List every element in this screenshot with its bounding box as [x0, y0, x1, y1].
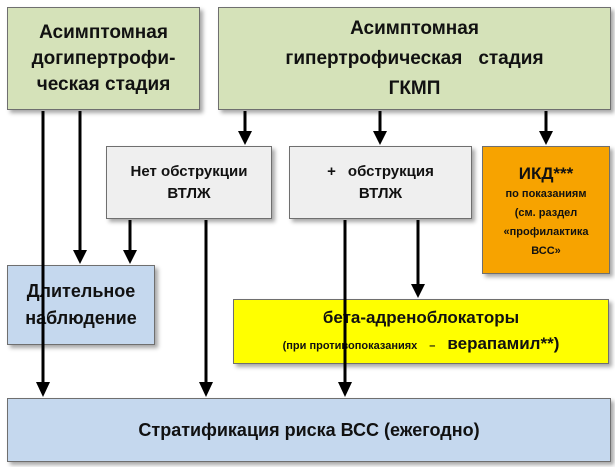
- obstruction-plus: +: [327, 162, 336, 180]
- asymptomatic-hypertrophic-line2-b: стадия: [478, 47, 544, 69]
- arrow-no-obstruction-to-stratification: [199, 220, 213, 397]
- no-obstruction-line2: ВТЛЖ: [167, 184, 211, 202]
- long-term-observation-box: Длительное наблюдение: [7, 265, 155, 345]
- icd-line4: ВСС»: [531, 245, 561, 257]
- icd-line2: (см. раздел: [514, 207, 578, 219]
- beta-blockers-verapamil: верапамил**): [447, 333, 560, 353]
- obstruction-label: обструкция: [347, 162, 434, 180]
- arrow-prehypertrophic-to-stratification: [36, 111, 50, 397]
- arrow-hypertrophic-to-no-obstruction: [238, 111, 252, 145]
- icd-title: ИКД***: [518, 164, 574, 183]
- asymptomatic-prehypertrophic-line2: догипертрофи-: [31, 47, 176, 69]
- long-term-observation-line2: наблюдение: [25, 308, 137, 328]
- asymptomatic-hypertrophic-line3: ГКМП: [388, 77, 441, 99]
- icd-line3: «профилактика: [503, 226, 589, 238]
- asymptomatic-hypertrophic-line1: Асимптомная: [350, 17, 479, 39]
- no-obstruction-line1: Нет обструкции: [130, 162, 248, 180]
- risk-stratification-box: Стратификация риска ВСС (ежегодно): [7, 398, 611, 462]
- asymptomatic-prehypertrophic-stage-box: Асимптомная догипертрофи- ческая стадия: [7, 7, 200, 110]
- icd-line1: по показаниям: [505, 188, 587, 200]
- beta-blockers-line2: (при противопоказаниях–верапамил**): [283, 331, 560, 359]
- obstruction-line1: + обструкция: [327, 161, 434, 183]
- icd-box: ИКД*** по показаниям (см. раздел «профил…: [482, 146, 610, 274]
- arrow-obstruction-to-beta-blockers: [411, 220, 425, 298]
- asymptomatic-hypertrophic-line2-a: гипертрофическая: [285, 47, 463, 69]
- beta-blockers-line1: бета-адреноблокаторы: [322, 307, 520, 327]
- arrow-hypertrophic-to-icd: [539, 111, 553, 145]
- arrow-no-obstruction-to-observation: [123, 220, 137, 264]
- arrow-hypertrophic-to-obstruction: [373, 111, 387, 145]
- no-obstruction-box: Нет обструкции ВТЛЖ: [106, 146, 272, 219]
- beta-blockers-contraindications: (при противопоказаниях: [282, 339, 418, 352]
- obstruction-box: + обструкция ВТЛЖ: [289, 146, 472, 219]
- asymptomatic-prehypertrophic-line3: ческая стадия: [36, 73, 171, 95]
- long-term-observation-line1: Длительное: [26, 281, 136, 301]
- asymptomatic-hypertrophic-line2: гипертрофическая стадия: [285, 44, 543, 74]
- beta-blockers-dash: –: [429, 339, 436, 352]
- asymptomatic-prehypertrophic-line1: Асимптомная: [39, 21, 168, 43]
- arrow-prehypertrophic-to-observation: [73, 111, 87, 264]
- beta-blockers-box: бета-адреноблокаторы (при противопоказан…: [233, 299, 609, 364]
- asymptomatic-hypertrophic-stage-box: Асимптомная гипертрофическая стадия ГКМП: [218, 7, 611, 110]
- risk-stratification-label: Стратификация риска ВСС (ежегодно): [138, 420, 480, 440]
- obstruction-line2: ВТЛЖ: [358, 184, 403, 202]
